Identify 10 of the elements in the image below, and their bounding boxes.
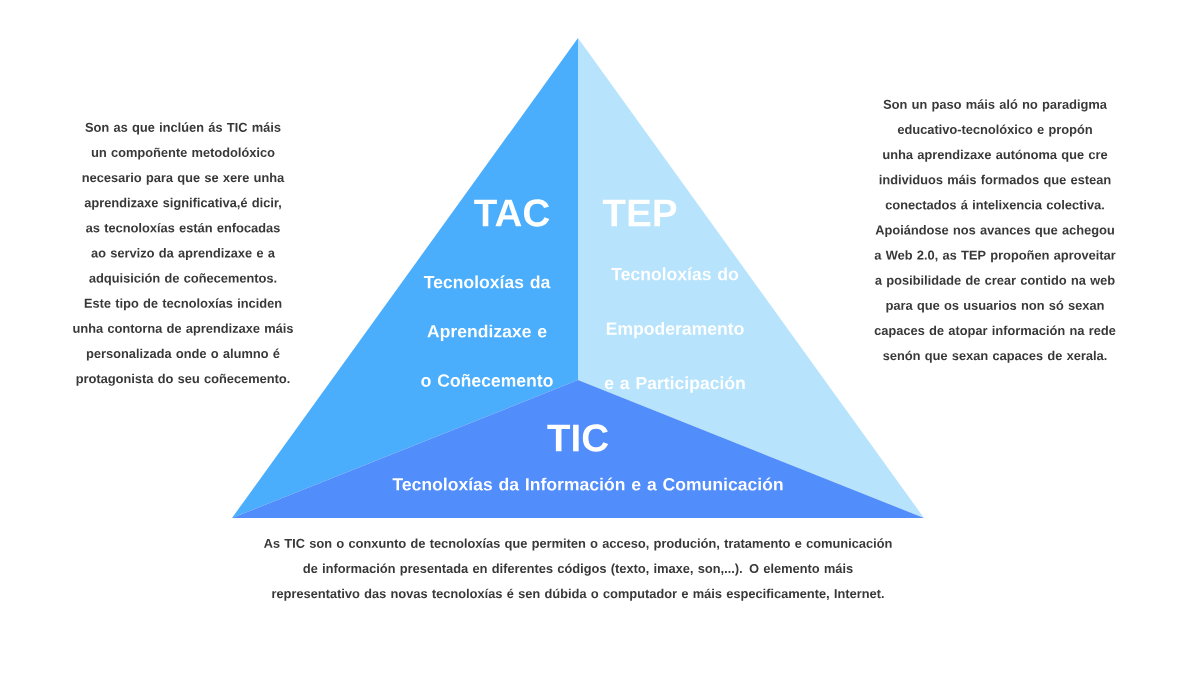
description-text: As TIC son o conxunto de tecnoloxías que permiten o acceso, produción, tratamento e comunicación de información presentada en diferentes códigos (texto, imaxe, son,...). O elemento máis representativo das novas tecnoloxías é sen dúbida o computador e máis especificamente, Internet. xyxy=(264,538,892,601)
segment-subtitle: Tecnoloxías do Empoderamento e a Participación xyxy=(604,267,745,393)
segment-title: TEP xyxy=(602,199,677,227)
segment-subtitle: Tecnoloxías da Aprendizaxe e o Coñecemento xyxy=(421,275,553,387)
segment-subtitle: Tecnoloxías da Información e a Comunicación xyxy=(392,477,783,491)
segment-title: TAC xyxy=(474,199,550,227)
segment-title: TIC xyxy=(547,424,609,452)
description-text: Son un paso máis aló no paradigma educativo-tecnolóxico e propón unha aprendizaxe autónoma que cre individuos máis formados que estean conectados á intelixencia colectiva. xyxy=(879,99,1111,210)
description-text: Apoiándose nos avances que achegou a Web 2.0, as TEP propoñen aproveitar a posibilidade de crear contido na web para que os usuarios non só sexan capaces de atopar información na rede senón que sexan capaces de xerala. xyxy=(874,225,1116,363)
description-text: Son as que inclúen ás TIC máis un compoñente metodolóxico necesario para que se xere unha aprendizaxe significativa,é dicir, as tecnoloxías están enfocadas ao servizo da aprendizaxe e a adquisición de coñecementos. Este tipo de tecnoloxías inciden unha contorna de aprendizaxe máis personalizada onde o alumno é protagonista do seu coñecemento. xyxy=(73,122,293,386)
